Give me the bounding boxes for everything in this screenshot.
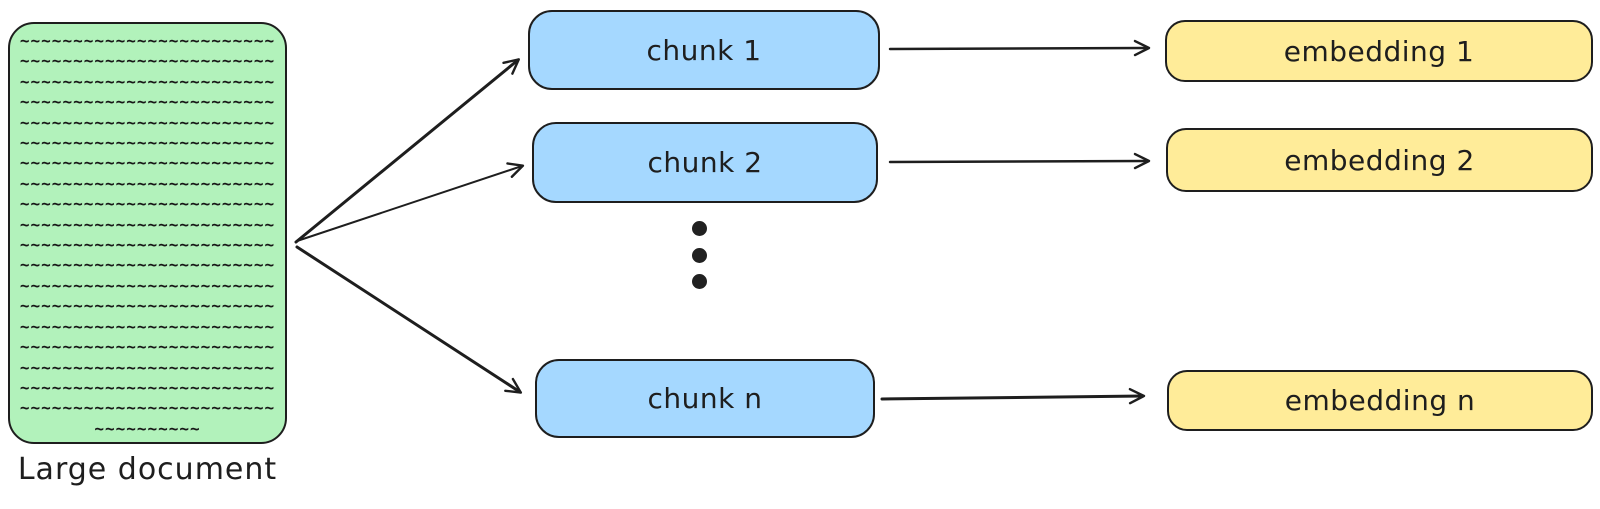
document-squiggle-line: ~~~~~~~~~~~~~~~~~~~~~~~~ <box>19 357 276 377</box>
arrow-chunk-n-to-embedding-n <box>880 387 1146 405</box>
document-squiggle-line: ~~~~~~~~~~~~~~~~~~~~~~~~ <box>19 255 276 275</box>
document-squiggle-line: ~~~~~~~~~~~~~~~~~~~~~~~~ <box>19 153 276 173</box>
document-squiggle-line: ~~~~~~~~~~~~~~~~~~~~~~~~ <box>19 194 276 214</box>
large-document-label: Large document <box>17 452 278 487</box>
chunk-1-box: chunk 1 <box>528 10 880 90</box>
document-squiggle-line: ~~~~~~~~~~~~~~~~~~~~~~~~ <box>19 275 276 295</box>
ellipsis-dot <box>692 274 707 289</box>
document-text-lines: ~~~~~~~~~~~~~~~~~~~~~~~~~~~~~~~~~~~~~~~~… <box>16 31 279 439</box>
document-squiggle-line: ~~~~~~~~~~~~~~~~~~~~~~~~ <box>19 214 276 234</box>
vertical-ellipsis <box>692 221 707 289</box>
embedding-2-box: embedding 2 <box>1166 128 1593 192</box>
chunk-n-box: chunk n <box>535 359 875 438</box>
document-squiggle-line: ~~~~~~~~~~~~~~~~~~~~~~~~ <box>19 173 276 193</box>
arrow-chunk-1-to-embedding-1 <box>888 39 1151 57</box>
arrow-document-to-chunk-2 <box>296 162 525 242</box>
embedding-2-label: embedding 2 <box>1284 143 1475 177</box>
document-squiggle-line: ~~~~~~~~~~~~~~~~~~~~~~~~ <box>19 112 276 132</box>
embedding-1-box: embedding 1 <box>1165 20 1593 82</box>
document-squiggle-line: ~~~~~~~~~~~~~~~~~~~~~~~~ <box>19 235 276 255</box>
document-squiggle-line: ~~~~~~~~~~~~~~~~~~~~~~~~ <box>19 337 276 357</box>
embedding-1-label: embedding 1 <box>1283 34 1475 68</box>
embedding-n-label: embedding n <box>1284 384 1476 417</box>
large-document-box: ~~~~~~~~~~~~~~~~~~~~~~~~~~~~~~~~~~~~~~~~… <box>8 22 287 444</box>
document-squiggle-line: ~~~~~~~~~~~~~~~~~~~~~~~~ <box>19 316 276 336</box>
arrow-document-to-chunk-n <box>295 245 523 394</box>
embedding-n-box: embedding n <box>1167 370 1593 431</box>
arrow-document-to-chunk-1 <box>294 58 520 244</box>
chunk-2-label: chunk 2 <box>647 146 763 179</box>
document-squiggle-line: ~~~~~~~~~~~~~~~~~~~~~~~~ <box>19 296 276 316</box>
document-squiggle-line: ~~~~~~~~~~~~~~~~~~~~~~~~ <box>19 92 276 112</box>
chunk-1-label: chunk 1 <box>646 33 762 67</box>
document-squiggle-line-short: ~~~~~~~~~~ <box>94 418 201 438</box>
document-squiggle-line: ~~~~~~~~~~~~~~~~~~~~~~~~ <box>19 398 276 418</box>
ellipsis-dot <box>692 221 707 236</box>
document-squiggle-line: ~~~~~~~~~~~~~~~~~~~~~~~~ <box>19 133 276 153</box>
arrow-chunk-2-to-embedding-2 <box>888 152 1151 170</box>
chunk-n-label: chunk n <box>647 382 763 415</box>
document-squiggle-line: ~~~~~~~~~~~~~~~~~~~~~~~~ <box>19 71 276 91</box>
document-squiggle-line: ~~~~~~~~~~~~~~~~~~~~~~~~ <box>19 51 276 71</box>
ellipsis-dot <box>692 247 707 263</box>
document-squiggle-line: ~~~~~~~~~~~~~~~~~~~~~~~~ <box>19 377 276 397</box>
document-squiggle-line: ~~~~~~~~~~~~~~~~~~~~~~~~ <box>19 31 276 50</box>
chunk-2-box: chunk 2 <box>532 122 878 203</box>
